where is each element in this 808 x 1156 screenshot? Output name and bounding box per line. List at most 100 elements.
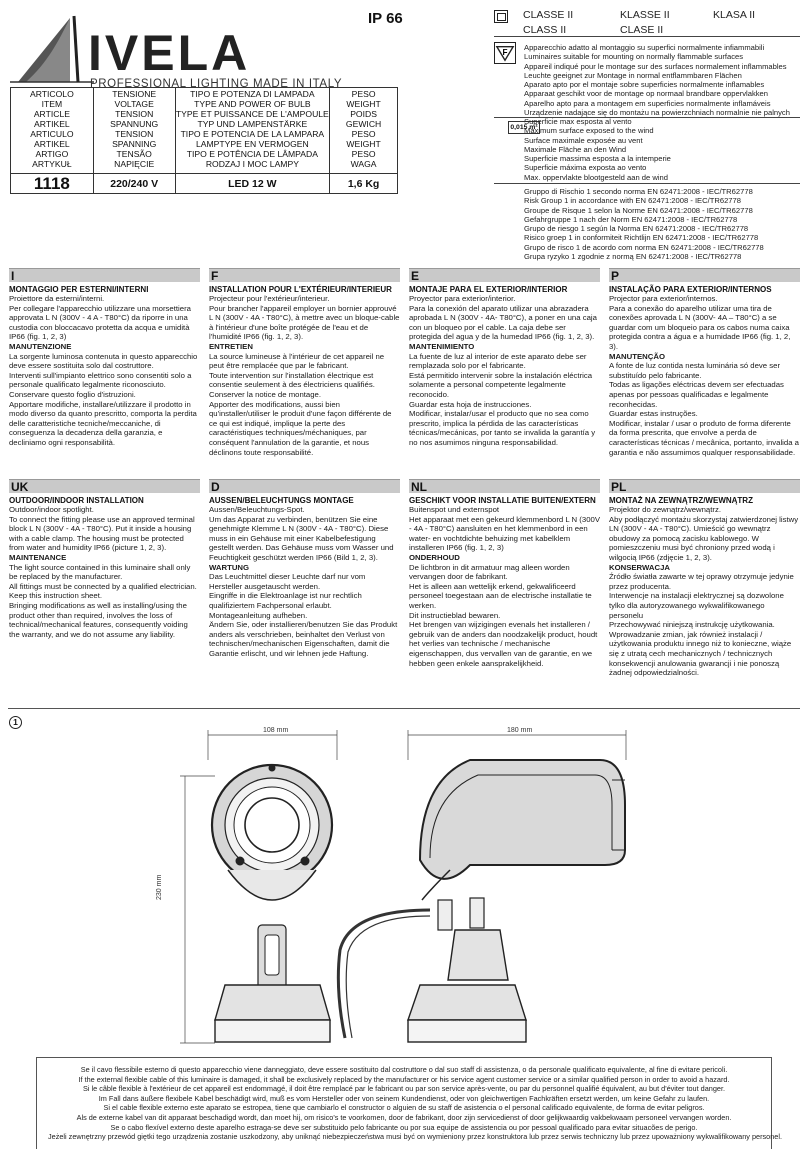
paragraph: Modificar, instalar / usar o produto de …	[609, 418, 799, 457]
text-line: Gefahrgruppe 1 nach der Norm EN 62471:20…	[524, 214, 738, 224]
lang-title: INSTALAÇÃO PARA EXTERIOR/INTERNOS	[609, 285, 772, 294]
paragraph: Proiettore da esterni/interni.	[9, 294, 105, 303]
text-line: TYP UND LAMPENSTÄRKE	[197, 119, 308, 129]
text-line: TYPE AND POWER OF BULB	[194, 99, 311, 109]
paragraph: Projector para exterior/internos.	[609, 294, 718, 303]
lang-code: I	[9, 268, 200, 283]
text-line: ARTYKUŁ	[32, 159, 72, 169]
text-line: SPANNING	[112, 139, 157, 149]
text-line: Se o cabo flexível externo deste aparelh…	[110, 1122, 698, 1132]
divider	[771, 1057, 772, 1149]
divider	[8, 708, 800, 709]
text-line: WAGA	[350, 159, 377, 169]
paragraph: Modificar, instalar/usar el producto que…	[409, 409, 596, 447]
flammable-info: Apparecchio adatto al montaggio su super…	[524, 43, 790, 117]
paragraph: Está permitido intervenir sobre la insta…	[409, 370, 593, 399]
lang-body: Proiettore da esterni/interni.Per colleg…	[9, 294, 200, 448]
paragraph: Per collegare l'apparecchio utilizzare u…	[9, 303, 191, 342]
paragraph: Projecteur pour l'extérieur/interieur.	[209, 294, 330, 303]
text-line: Grupo de riesgo 1 según la Norma EN 6247…	[524, 224, 749, 234]
paragraph: Przechowywać niniejszą instrukcję użytko…	[609, 620, 775, 630]
brand-logo: IVELA PROFESSIONAL LIGHTING MADE IN ITAL…	[8, 12, 342, 90]
paragraph: Conserver la notice de montage.	[209, 389, 322, 399]
lang-body: Aussen/Beleuchtungs-Spot.Um das Apparat …	[209, 505, 400, 659]
paragraph: Dit instructieblad bewaren.	[409, 610, 501, 620]
class-label: CLASS II	[523, 24, 567, 36]
text-line: TENSIONE	[112, 89, 157, 99]
text-line: Maximale Fläche an den Wind	[524, 144, 627, 154]
lang-body: Projektor do zewnątrz/wewnątrz.Aby podłą…	[609, 505, 800, 678]
paragraph: La source lumineuse à l'intérieur de cet…	[209, 351, 385, 371]
text-line: TIPO E POTENZA DI LAMPADA	[190, 89, 315, 99]
divider	[494, 117, 800, 118]
technical-drawing	[180, 730, 627, 1044]
paragraph: Ändern Sie, oder installieren/benutzen S…	[209, 620, 398, 658]
dimension-side-width: 180 mm	[507, 727, 533, 734]
section-heading: ONDERHOUD	[409, 552, 460, 562]
text-line: Urządzenie nadające się do montażu na po…	[524, 108, 790, 118]
paragraph: Proyector para exterior/interior.	[409, 294, 516, 303]
paragraph: Aussen/Beleuchtungs-Spot.	[209, 505, 305, 514]
text-line: Superficie máxima exposta ao vento	[524, 163, 647, 173]
text-line: LAMPTYPE EN VERMOGEN	[196, 139, 309, 149]
paragraph: Para la conexión del aparato utilizar un…	[409, 303, 597, 342]
paragraph: Guardar estas instruções.	[609, 409, 698, 419]
text-line: ARTICOLO	[30, 89, 74, 99]
text-line: WEIGHT	[346, 139, 381, 149]
lamp-value: LED 12 W	[174, 173, 331, 194]
text-line: PESO	[351, 89, 376, 99]
svg-text:F: F	[503, 48, 508, 57]
paragraph: Keep this instruction sheet.	[9, 591, 103, 601]
lang-title: GESCHIKT VOOR INSTALLATIE BUITEN/EXTERN	[409, 496, 596, 505]
dimension-height: 230 mm	[156, 874, 163, 900]
paragraph: Het brengen van wijzigingen evenals het …	[409, 620, 598, 668]
divider	[36, 1057, 37, 1149]
text-line: Risico groep 1 in conformiteit Richtlijn…	[524, 233, 759, 243]
lang-code: F	[209, 268, 400, 283]
section-heading: ENTRETIEN	[209, 341, 253, 351]
lang-code: PL	[609, 479, 800, 494]
paragraph: The light source contained in this lumin…	[9, 562, 191, 582]
paragraph: Apporter des modifications, aussi bien q…	[209, 399, 392, 457]
text-line: Grupo de risco 1 de acordo com norma EN …	[524, 242, 764, 252]
ip-rating: IP 66	[368, 10, 403, 27]
text-line: Aparelho apto para a montagem em superfi…	[524, 98, 771, 108]
text-line: Risk Group 1 in accordance with EN 62471…	[524, 196, 741, 206]
text-line: TIPO E POTÊNCIA DE LÂMPADA	[186, 149, 318, 159]
lang-code: P	[609, 268, 800, 283]
paragraph: Das Leuchtmittel dieser Leuchte darf nur…	[209, 572, 366, 591]
paragraph: Projektor do zewnątrz/wewnątrz.	[609, 505, 721, 514]
paragraph: De lichtbron in dit armatuur mag alleen …	[409, 562, 570, 582]
class-label: KLASSE II	[620, 9, 670, 21]
text-line: Groupe de Risque 1 selon la Norme EN 624…	[524, 205, 753, 215]
paragraph: A fonte de luz contida nesta luminária s…	[609, 361, 781, 380]
lang-code: UK	[9, 479, 200, 494]
paragraph: Bringing modifications as well as instal…	[9, 600, 188, 639]
side-view-luminaire	[336, 759, 626, 1043]
paragraph: Um das Apparat zu verbinden, benützen Si…	[209, 514, 394, 562]
text-line: Im Fall dans äußere flexibele Kabel besc…	[98, 1093, 710, 1103]
lang-body: Projector para exterior/internos.Para a …	[609, 294, 800, 457]
text-line: ARTIGO	[35, 149, 69, 159]
text-line: Se il cavo flessibile esterno di questo …	[80, 1065, 728, 1074]
brand-name: IVELA	[88, 25, 251, 81]
text-line: Gruppo di Rischio 1 secondo norma EN 624…	[524, 187, 753, 196]
lang-code: D	[209, 479, 400, 494]
text-line: GEWICH	[345, 119, 382, 129]
text-line: RODZAJ I MOC LAMPY	[205, 159, 299, 169]
text-line: TENSION	[115, 129, 154, 139]
paragraph: To connect the fitting please use an app…	[9, 514, 195, 553]
lang-title: MONTAJE PARA EL EXTERIOR/INTERIOR	[409, 285, 568, 294]
text-line: Apparecchio adatto al montaggio su super…	[524, 43, 765, 52]
dimension-front-width: 108 mm	[263, 727, 289, 734]
text-line: PESO	[351, 129, 376, 139]
paragraph: Aby podłączyć montażu skorzystaj zatwier…	[609, 514, 799, 562]
paragraph: Apportare modifiche, installare/utilizza…	[9, 399, 197, 447]
text-line: ARTIKEL	[34, 119, 70, 129]
